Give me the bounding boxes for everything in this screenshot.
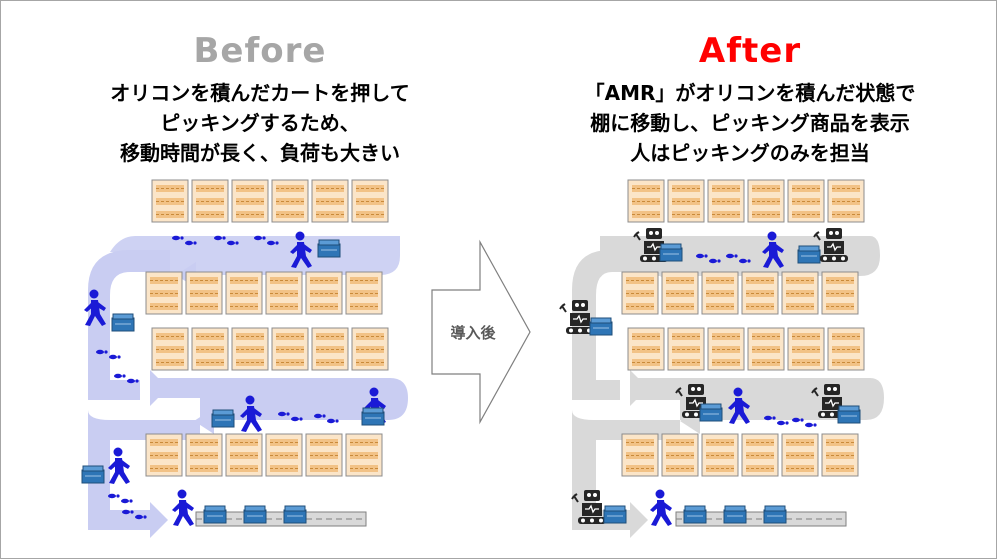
shelf-icon	[152, 180, 388, 222]
container-box-icon	[361, 407, 385, 426]
after-desc-line-2: 棚に移動し、ピッキング商品を表示	[590, 111, 910, 135]
container-box-icon	[683, 505, 707, 524]
before-header: Before オリコンを積んだカートを押して ピッキングするため、 移動時間が長…	[60, 32, 460, 168]
shelf-icon	[146, 272, 382, 314]
shelf-icon	[628, 180, 864, 222]
container-box-icon	[283, 505, 307, 524]
container-box-icon	[81, 465, 105, 484]
before-desc-line-2: ピッキングするため、	[160, 111, 360, 135]
transition-arrow	[431, 239, 531, 425]
container-box-icon	[763, 505, 787, 524]
container-box-icon	[211, 409, 235, 428]
container-box-icon	[243, 505, 267, 524]
after-title: After	[698, 31, 802, 71]
shelf-icon	[152, 328, 388, 370]
after-header: After 「AMR」がオリコンを積んだ状態で 棚に移動し、ピッキング商品を表示…	[540, 32, 960, 168]
shelf-icon	[146, 434, 382, 476]
worker-icon	[172, 489, 194, 526]
after-desc-line-1: 「AMR」がオリコンを積んだ状態で	[584, 81, 916, 105]
container-box-icon	[797, 245, 821, 264]
before-desc-line-3: 移動時間が長く、負荷も大きい	[120, 141, 400, 165]
container-box-icon	[723, 505, 747, 524]
after-scene	[559, 180, 884, 538]
after-desc-line-3: 人はピッキングのみを担当	[630, 141, 870, 165]
shelf-icon	[622, 434, 858, 476]
shelf-icon	[622, 272, 858, 314]
container-box-icon	[589, 317, 613, 336]
container-box-icon	[699, 403, 723, 422]
container-box-icon	[203, 505, 227, 524]
container-box-icon	[603, 505, 627, 524]
worker-icon	[108, 447, 130, 484]
shelf-icon	[628, 328, 864, 370]
container-box-icon	[837, 405, 861, 424]
arrow-label: 導入後	[450, 324, 496, 342]
footprint-icon	[108, 493, 133, 504]
before-scene	[81, 180, 408, 538]
container-box-icon	[659, 243, 683, 262]
container-box-icon	[111, 313, 135, 332]
worker-icon	[650, 489, 672, 526]
before-title: Before	[193, 31, 327, 71]
before-desc-line-1: オリコンを積んだカートを押して	[110, 81, 410, 105]
container-box-icon	[317, 239, 341, 258]
